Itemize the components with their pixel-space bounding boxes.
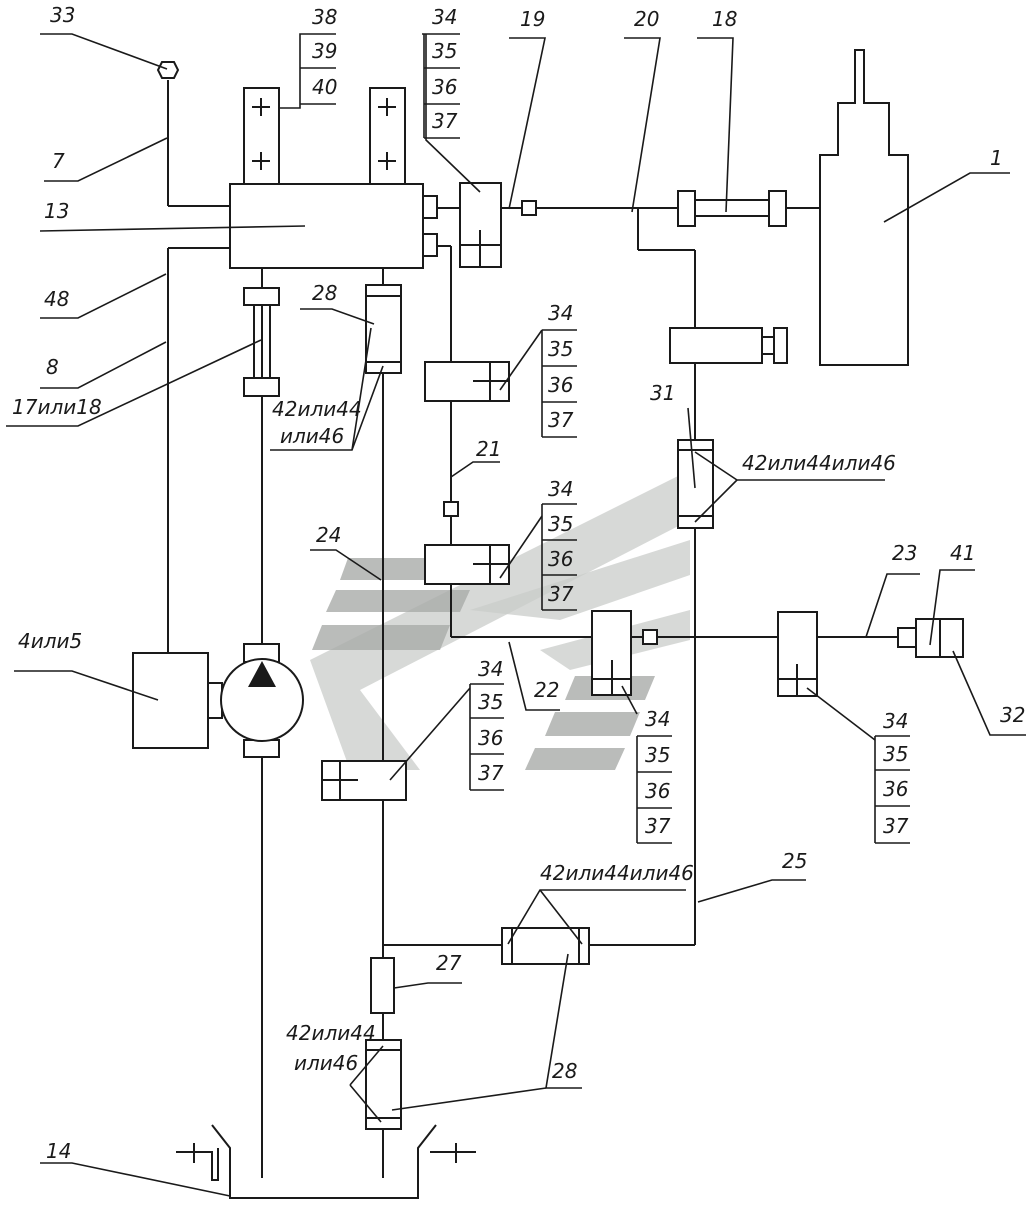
label-34-stack2: 34 [548,301,573,325]
label-24: 24 [316,523,341,547]
label-4-5: 4или5 [18,629,82,653]
label-36-stack6: 36 [883,777,908,801]
label-hose-top-1: 42или44 [272,397,362,421]
label-41: 41 [950,541,975,565]
coupling-31 [677,439,714,529]
label-34-stack5: 34 [645,707,670,731]
valve-34-e [321,760,407,801]
label-34-stack6: 34 [883,709,908,733]
watermark-logo [310,470,690,770]
label-28-top: 28 [312,281,337,305]
filter-17-18 [243,287,280,397]
label-hose-top-2: или46 [280,424,344,448]
label-18: 18 [712,7,737,31]
label-34-stack4: 34 [478,657,503,681]
label-33: 33 [50,3,75,27]
label-35-stack3: 35 [548,512,573,536]
label-25: 25 [782,849,807,873]
hose-18 [677,190,787,227]
valve-34-c [591,610,632,696]
cylinder [669,327,788,364]
label-20: 20 [634,7,659,31]
label-27: 27 [436,951,462,975]
label-34-stack3: 34 [548,477,573,501]
label-37-stack1: 37 [432,109,458,133]
valve-19 [459,182,502,268]
label-36-stack3: 36 [548,547,573,571]
label-22: 22 [534,678,559,702]
label-37-stack2: 37 [548,408,574,432]
label-13: 13 [44,199,69,223]
label-48: 48 [44,287,69,311]
callout-labels: 33 7 13 48 8 17или18 4или5 14 38 39 40 2… [12,3,1025,1163]
valve-27 [370,957,395,1014]
label-28-bottom: 28 [552,1059,577,1083]
label-14: 14 [46,1139,71,1163]
leader-lines [6,33,1026,1197]
valve-34-b [424,544,510,585]
label-hose-31: 42или44или46 [742,451,896,475]
control-block-13 [229,183,438,269]
manometer-38b [369,87,406,185]
pressure-gauge-33 [156,61,180,79]
label-35-stack6: 35 [883,742,908,766]
label-36-stack2: 36 [548,373,573,397]
label-1: 1 [990,146,1003,170]
label-21: 21 [476,437,501,461]
label-35-stack2: 35 [548,337,573,361]
hydro-lock-32 [897,618,964,658]
coupling-28-top [365,284,402,374]
tank-1 [819,49,909,366]
label-17-18: 17или18 [12,395,102,419]
label-36-stack4: 36 [478,726,503,750]
fitting-22 [642,629,658,645]
label-40: 40 [312,75,337,99]
label-37-stack5: 37 [645,814,671,838]
label-36-stack5: 36 [645,779,670,803]
fitting-19 [521,200,537,216]
valve-34-a [424,361,510,402]
label-hose-bottom: 42или44или46 [540,861,694,885]
label-37-stack3: 37 [548,582,574,606]
label-19: 19 [520,7,545,31]
label-37-stack4: 37 [478,761,504,785]
coupling-28-lower [365,1039,402,1130]
label-hose-lower-1: 42или44 [286,1021,376,1045]
label-34-stack1: 34 [432,5,457,29]
label-36-stack1: 36 [432,75,457,99]
fitting-21 [443,501,459,517]
label-35-stack4: 35 [478,690,503,714]
label-35-stack1: 35 [432,39,457,63]
tank-14 [176,1124,476,1199]
label-38: 38 [312,5,337,29]
label-hose-lower-2: или46 [294,1051,358,1075]
stack-frames [422,33,910,844]
label-31: 31 [650,381,675,405]
label-32: 32 [1000,703,1025,727]
label-37-stack6: 37 [883,814,909,838]
label-7: 7 [52,149,65,173]
label-23: 23 [892,541,917,565]
label-39: 39 [312,39,337,63]
manometer-38 [243,87,280,185]
hydraulic-pump [207,643,304,758]
label-8: 8 [46,355,59,379]
label-35-stack5: 35 [645,743,670,767]
valve-34-d [777,611,818,697]
electric-motor-4-5 [132,652,209,749]
